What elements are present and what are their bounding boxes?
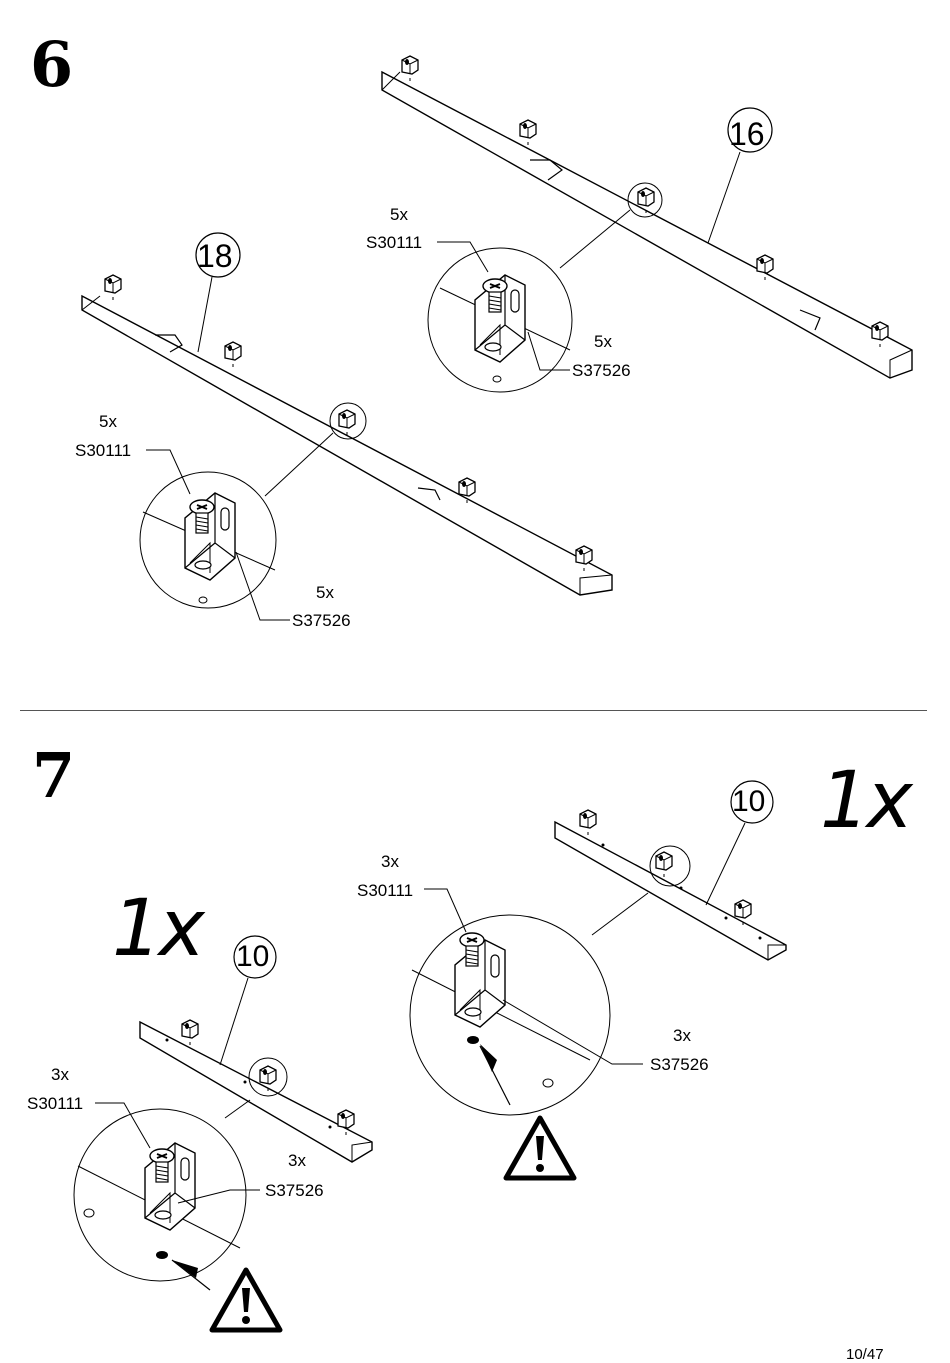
screw-qty-label: 3x [51, 1065, 69, 1084]
board-18 [81, 232, 613, 621]
screw-qty-label: 5x [99, 412, 117, 431]
board-10-left [73, 935, 373, 1330]
bracket-code-label: S37526 [572, 361, 631, 380]
bracket-qty-label: 3x [673, 1026, 691, 1045]
bracket-qty-label: 3x [288, 1151, 306, 1170]
part-number-label: 16 [729, 116, 765, 152]
page-number: 10/47 [846, 1346, 884, 1363]
bracket-qty-label: 5x [594, 332, 612, 351]
board-10-right [409, 780, 787, 1178]
screw-code-label: S30111 [27, 1094, 84, 1113]
screw-code-label: S30111 [75, 441, 132, 460]
screw-qty-label: 5x [390, 205, 408, 224]
screw-qty-label: 3x [381, 852, 399, 871]
bracket-code-label: S37526 [265, 1181, 324, 1200]
screw-code-label: S30111 [366, 233, 423, 252]
part-number-label: 10 [732, 785, 766, 818]
bracket-qty-label: 5x [316, 583, 334, 602]
part-number-label: 18 [197, 238, 233, 274]
step-divider [20, 710, 927, 711]
quantity-label: 1x [112, 884, 205, 974]
part-number-label: 10 [236, 940, 270, 973]
board-16 [381, 55, 913, 393]
step-number: 7 [32, 739, 76, 812]
screw-code-label: S30111 [357, 881, 414, 900]
bracket-code-label: S37526 [650, 1055, 709, 1074]
step-number: 6 [30, 28, 74, 101]
quantity-label: 1x [820, 756, 913, 846]
bracket-code-label: S37526 [292, 611, 351, 630]
